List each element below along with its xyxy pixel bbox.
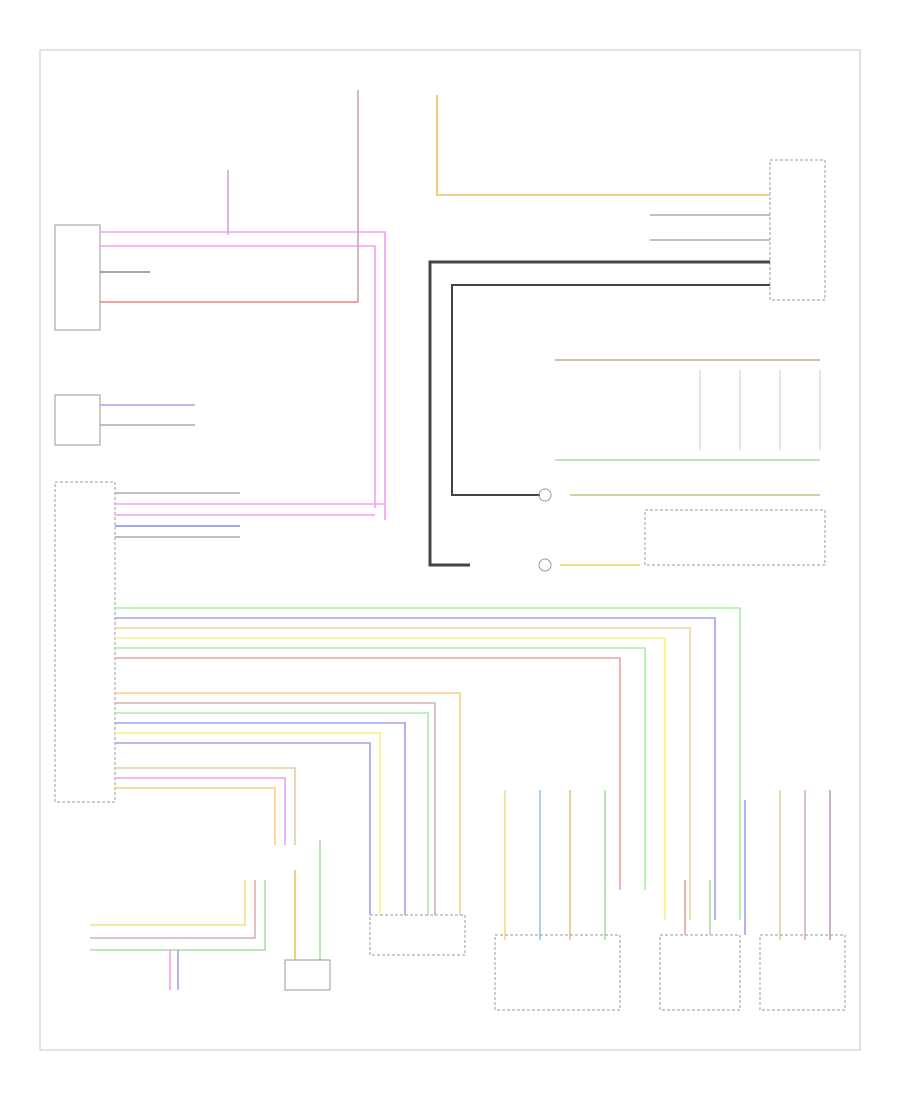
diagram-frame [39,49,861,1051]
wire-trans-brown [90,880,256,939]
g3-wire-3 [115,722,406,915]
module-box-panel [54,394,101,446]
wire-trans-green [90,880,266,951]
g4-wire-2 [115,787,276,845]
wire-pink-2 [100,245,376,508]
connector-top-right [769,159,826,301]
g2-wire-2 [115,627,691,920]
sensor-box-1 [494,934,621,1011]
g3-wire-1 [115,702,436,915]
switch-group-box [644,509,826,566]
relay-box [284,959,331,991]
main-module-box [54,481,116,803]
sensor-box-4 [369,914,466,956]
ground-symbol-icon [538,558,552,572]
wire-feed-orange [436,95,770,196]
ground-symbol-icon [538,488,552,502]
wire-red [100,90,359,303]
g3-wire-5 [115,742,371,915]
g3-wire-2 [115,712,429,915]
g3-wire-4 [115,732,381,915]
g3-wire-0 [115,692,461,915]
g2-wire-5 [115,657,621,890]
ground-wire-outer [428,260,770,567]
g2-wire-3 [115,637,666,920]
wire-trans-yellow [90,880,246,926]
module-box-top-left [54,224,101,331]
g2-wire-0 [115,607,741,920]
ground-wire-inner [451,284,770,496]
sensor-box-3 [759,934,846,1011]
g2-wire-4 [115,647,646,890]
sensor-box-2 [659,934,741,1011]
g2-wire-1 [115,617,716,920]
g4-wire-1 [115,777,286,845]
g4-wire-0 [115,767,296,845]
wire-pink-1 [100,231,386,520]
